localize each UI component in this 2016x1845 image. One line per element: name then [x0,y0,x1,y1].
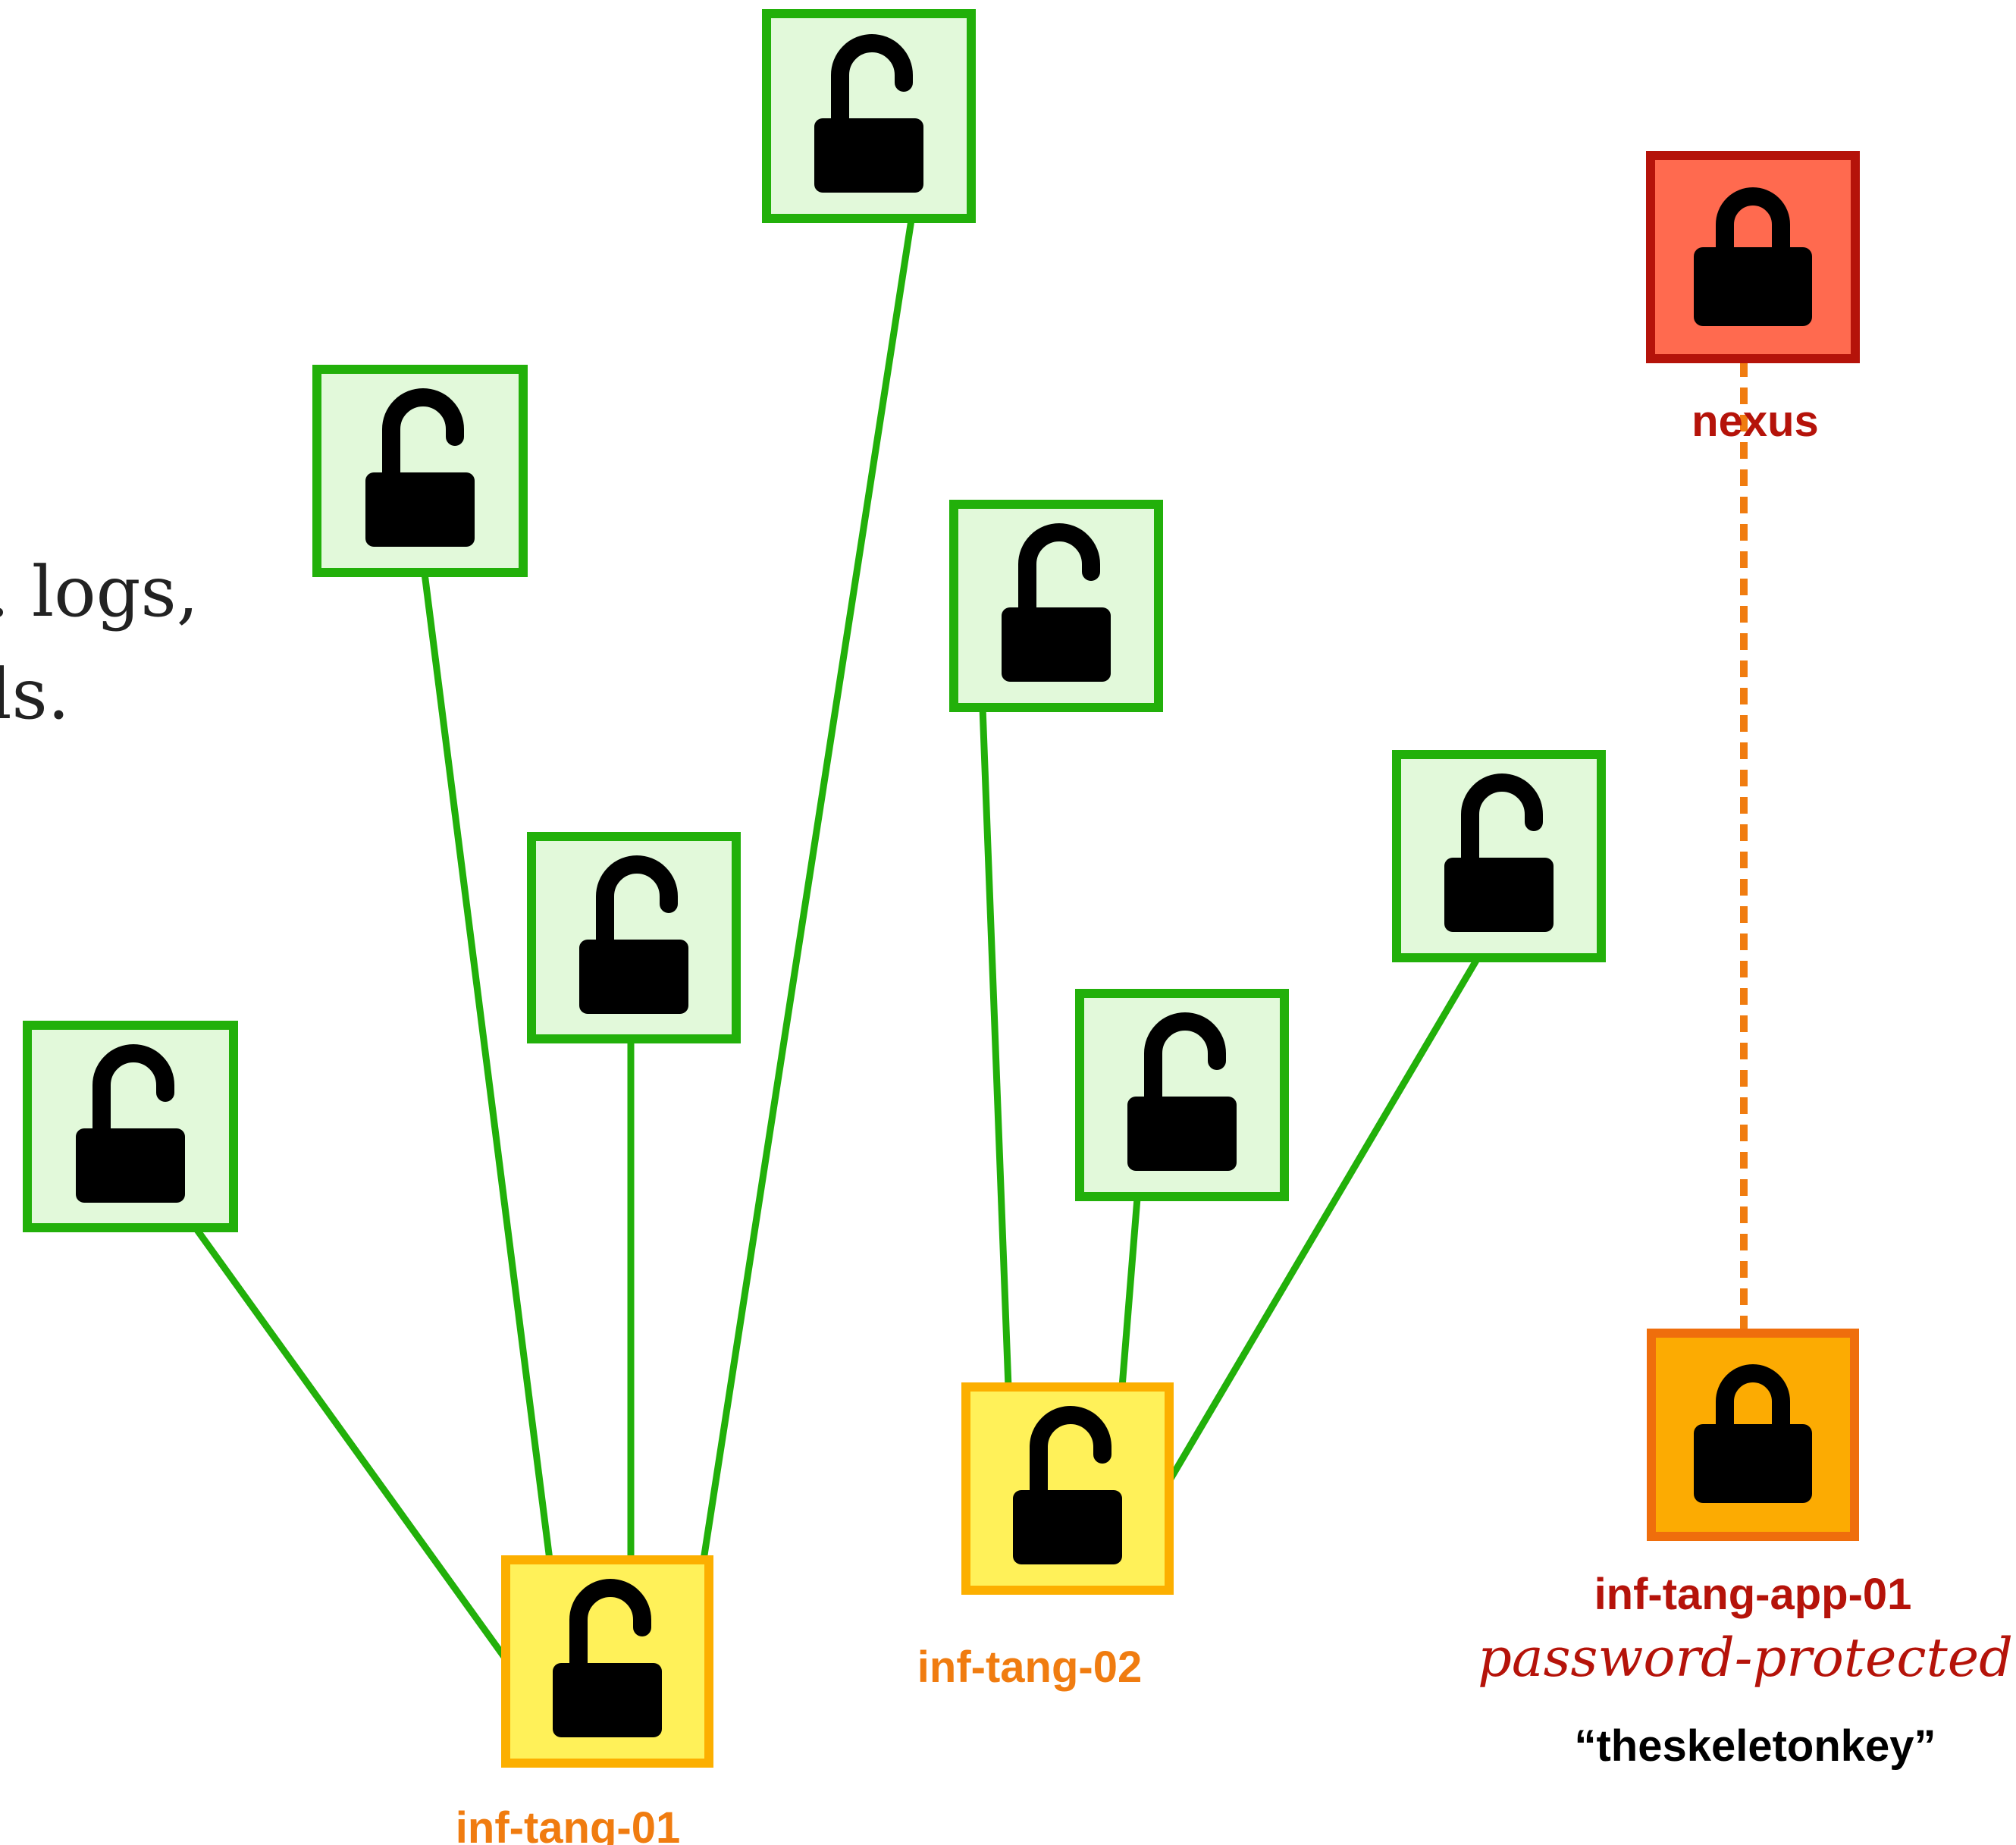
intro-text-line-1: . logs, [0,551,199,632]
client-node-5[interactable] [949,500,1163,712]
inf-tang-01-node[interactable] [501,1555,713,1768]
nexus-node[interactable] [1646,151,1860,363]
client-node-4[interactable] [762,9,976,223]
client-node-1[interactable] [23,1021,238,1232]
inf-tang-01-label: inf-tang-01 [456,1803,680,1845]
edge-client-5-to-inf-tang-02 [979,707,1012,1388]
client-node-7[interactable] [1392,750,1606,962]
intro-text-line-2: ls. [0,654,70,735]
inf-tang-02-node[interactable] [961,1382,1174,1595]
password-protected-note: password-protected [1478,1627,2013,1689]
edges [194,219,1748,1659]
password-value: “theskeletonkey” [1574,1721,1936,1771]
client-node-2[interactable] [312,365,528,577]
inf-tang-app-01-node[interactable] [1647,1329,1859,1541]
edge-client-6-to-inf-tang-02 [1118,1197,1141,1388]
edge-client-1-to-inf-tang-01 [194,1228,507,1659]
inf-tang-app-01-label: inf-tang-app-01 [1594,1570,1912,1619]
nexus-label: nexus [1691,397,1819,446]
client-node-6[interactable] [1075,989,1289,1201]
inf-tang-02-label: inf-tang-02 [917,1643,1142,1692]
edge-client-7-to-inf-tang-02 [1168,957,1480,1481]
client-node-3[interactable] [527,832,741,1043]
edge-client-4-to-inf-tang-01 [700,219,915,1561]
edge-client-2-to-inf-tang-01 [421,573,553,1561]
